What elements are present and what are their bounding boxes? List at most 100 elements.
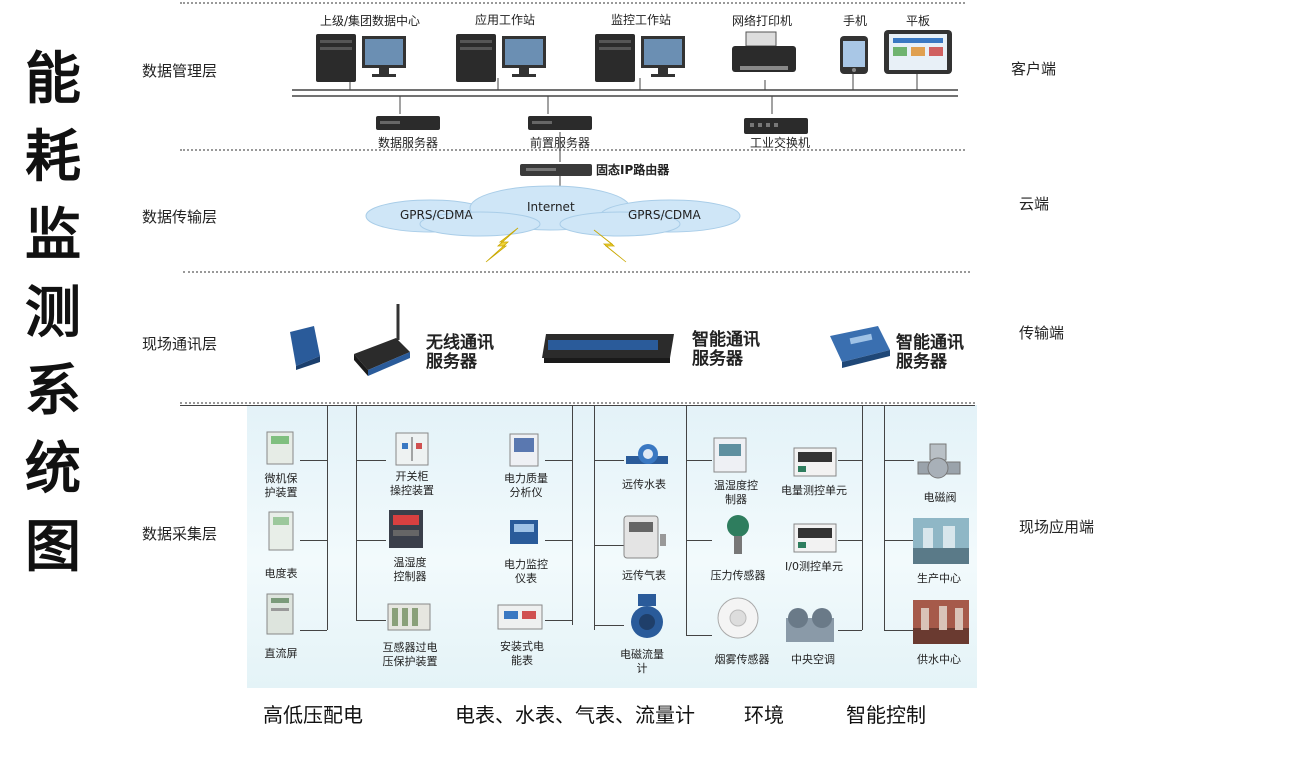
solenoid-valve-icon: [917, 443, 961, 479]
management-network: [292, 72, 958, 162]
phone-label: 手机: [842, 14, 867, 28]
temp-controller-icon: [389, 510, 423, 548]
smart-server-2-label-line1: 智能通讯: [896, 333, 964, 353]
field-label: 电度表: [264, 567, 298, 580]
bus-line: [884, 405, 885, 630]
field-label: 电力质量分析仪: [504, 472, 548, 499]
bus-line: [572, 405, 573, 625]
cloud-icon: [365, 185, 741, 237]
computer-icon: [595, 34, 685, 82]
central-ac-icon: [786, 608, 834, 642]
field-label: 中央空调: [791, 653, 835, 666]
computer-icon: [316, 34, 406, 82]
meter-icon: [268, 511, 294, 551]
field-collection-area: [247, 405, 977, 688]
front-server-label: 前置服务器: [529, 136, 590, 150]
end-label-field-app: 现场应用端: [1019, 518, 1095, 536]
energy-meter-icon: [497, 604, 543, 630]
field-label: 安装式电能表: [500, 640, 544, 667]
field-label: 电力监控仪表: [504, 558, 548, 585]
field-label: I/0测控单元: [785, 560, 843, 573]
end-label-client: 客户端: [1011, 60, 1057, 78]
gas-meter-icon: [623, 515, 666, 559]
field-label: 远传气表: [622, 569, 666, 582]
data-server-label: 数据服务器: [377, 136, 438, 150]
industrial-switch-label: 工业交换机: [749, 136, 810, 150]
field-label: 生产中心: [917, 572, 961, 585]
power-measurement-unit-icon: [793, 447, 837, 477]
io-unit-icon: [793, 523, 837, 553]
title-char: 测: [25, 280, 81, 346]
pressure-sensor-icon: [727, 515, 749, 554]
production-center-photo: [913, 518, 969, 564]
title-char: 统: [25, 436, 81, 502]
flow-meter-icon: [631, 594, 663, 638]
smart-server-2-label-line2: 服务器: [896, 352, 947, 372]
title-char: 耗: [25, 124, 81, 190]
field-label: 压力传感器: [710, 569, 766, 582]
power-analyzer-icon: [509, 433, 539, 467]
layer-label-collection: 数据采集层: [142, 525, 218, 543]
title-char: 监: [25, 202, 81, 268]
lightning-icon: [485, 227, 519, 263]
field-label: 开关柜操控装置: [390, 470, 434, 497]
separator-1: [180, 149, 965, 151]
title-char: 能: [25, 46, 81, 112]
title-char: 系: [25, 358, 81, 424]
group-center-label: 上级/集团数据中心: [319, 14, 421, 28]
separator-top: [180, 2, 965, 4]
field-label: 电磁阀: [923, 491, 957, 504]
smart-server-icon: [542, 334, 674, 363]
bus-line: [686, 405, 687, 635]
bus-line: [594, 405, 595, 630]
switch-icon: [744, 118, 808, 134]
field-label: 烟雾传感器: [714, 653, 770, 666]
smart-server-2-label: 智能通讯 服务器: [896, 334, 964, 372]
field-label: 温湿度控制器: [714, 479, 758, 506]
wireless-server-label-line2: 服务器: [426, 352, 477, 372]
smoke-sensor-icon: [717, 597, 759, 639]
router-icon: [520, 164, 592, 176]
printer-icon: [732, 31, 796, 72]
category-hv-lv: 高低压配电: [263, 703, 363, 727]
computer-icon: [456, 34, 546, 82]
bus-line: [356, 405, 357, 620]
category-environment: 环境: [744, 703, 784, 727]
category-meters: 电表、水表、气表、流量计: [455, 703, 695, 727]
phone-icon: [840, 36, 868, 74]
field-label: 电磁流量计: [620, 648, 664, 675]
smart-server-1-label-line2: 服务器: [692, 349, 743, 369]
router-label: 固态IP路由器: [596, 163, 670, 177]
water-meter-icon: [626, 444, 668, 464]
gprs-left-label: GPRS/CDMA: [400, 208, 473, 222]
system-title: 能 耗 监 测 系 统 图: [18, 40, 88, 586]
end-label-transfer: 传输端: [1019, 324, 1065, 342]
switchgear-icon: [395, 432, 429, 466]
layer-label-management: 数据管理层: [142, 62, 218, 80]
wireless-server-icon: [354, 304, 410, 376]
wireless-server-label: 无线通讯 服务器: [426, 334, 494, 372]
tablet-label: 平板: [905, 14, 930, 28]
layer-label-transmission: 数据传输层: [142, 208, 218, 226]
field-label: 互感器过电压保护装置: [382, 641, 438, 668]
field-bus: [180, 405, 975, 406]
overvoltage-protector-icon: [387, 603, 431, 631]
field-label: 温湿度控制器: [393, 556, 427, 583]
bus-line: [327, 405, 328, 630]
water-supply-center-photo: [913, 600, 969, 644]
network-printer-label: 网络打印机: [731, 14, 792, 28]
field-label: 供水中心: [917, 653, 961, 666]
separator-3: [180, 402, 975, 404]
tablet-icon: [884, 30, 952, 74]
wireless-server-label-line1: 无线通讯: [426, 333, 494, 353]
relay-protection-icon: [266, 431, 294, 465]
humidity-controller-icon: [713, 437, 747, 473]
dc-panel-icon: [266, 593, 294, 635]
bus-line: [862, 405, 863, 630]
lightning-icon: [593, 229, 627, 263]
field-label: 微机保护装置: [264, 472, 298, 499]
separator-2: [183, 271, 970, 273]
server-icon: [376, 116, 440, 130]
category-smart-control: 智能控制: [846, 703, 926, 727]
smart-server-1-label: 智能通讯 服务器: [692, 331, 760, 369]
